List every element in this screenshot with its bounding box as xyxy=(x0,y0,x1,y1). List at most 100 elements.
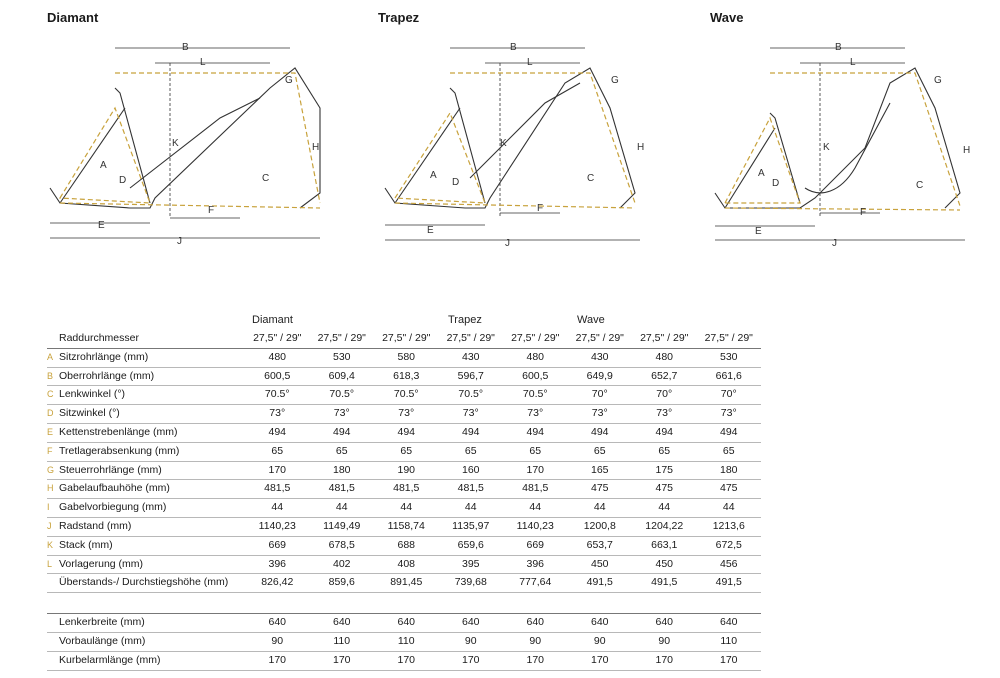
svg-text:L: L xyxy=(850,57,856,68)
table-cell: 65 xyxy=(503,442,568,462)
table-cell: 44 xyxy=(567,498,632,518)
table-cell: 618,3 xyxy=(374,367,439,387)
row-label: Oberrohrlänge (mm) xyxy=(59,367,245,387)
table-cell: 481,5 xyxy=(245,479,310,500)
table-cell: 475 xyxy=(567,479,632,500)
table-cell: 44 xyxy=(374,498,439,518)
row-label: Stack (mm) xyxy=(59,536,245,556)
dimension-letter xyxy=(47,613,59,633)
table-group-wave: Wave xyxy=(577,314,605,326)
table-cell: 596,7 xyxy=(438,367,503,387)
row-label: Vorbaulänge (mm) xyxy=(59,632,245,652)
table-cell: 65 xyxy=(632,442,697,462)
table-cell: 661,6 xyxy=(696,367,761,387)
table-cell: 600,5 xyxy=(245,367,310,387)
dimension-letter: D xyxy=(47,404,59,424)
size-header: 27,5" / 29" xyxy=(245,330,310,349)
table-cell: 494 xyxy=(309,423,374,443)
dimension-letter: C xyxy=(47,385,59,406)
svg-text:J: J xyxy=(177,236,182,247)
table-cell: 481,5 xyxy=(438,479,503,500)
table-header-row: Raddurchmesser 27,5" / 29" 27,5" / 29" 2… xyxy=(47,330,761,349)
table-group-trapez: Trapez xyxy=(448,314,482,326)
table-cell: 110 xyxy=(696,632,761,652)
row-label: Lenkwinkel (°) xyxy=(59,385,245,406)
table-cell: 652,7 xyxy=(632,367,697,387)
table-cell: 640 xyxy=(374,613,439,633)
svg-text:D: D xyxy=(772,178,779,189)
table-cell: 481,5 xyxy=(309,479,374,500)
svg-text:K: K xyxy=(172,138,179,149)
row-label: Steuerrohrlänge (mm) xyxy=(59,461,245,481)
table-cell: 777,64 xyxy=(503,573,568,594)
table-cell: 663,1 xyxy=(632,536,697,556)
table-cell: 659,6 xyxy=(438,536,503,556)
table-cell: 456 xyxy=(696,555,761,575)
svg-text:E: E xyxy=(755,226,762,237)
dimension-letter: E xyxy=(47,423,59,443)
table-cell: 491,5 xyxy=(632,573,697,594)
table-cell: 494 xyxy=(632,423,697,443)
dimension-letter: I xyxy=(47,498,59,518)
table-cell: 430 xyxy=(438,347,503,368)
row-label: Vorlagerung (mm) xyxy=(59,555,245,575)
frame-title-wave: Wave xyxy=(710,10,744,25)
table-cell: 44 xyxy=(632,498,697,518)
table-cell: 672,5 xyxy=(696,536,761,556)
table-cell: 90 xyxy=(632,632,697,652)
row-label: Kurbelarmlänge (mm) xyxy=(59,651,245,671)
table-cell: 1149,49 xyxy=(309,517,374,537)
table-cell: 44 xyxy=(503,498,568,518)
table-cell: 688 xyxy=(374,536,439,556)
svg-text:K: K xyxy=(500,138,507,149)
svg-text:D: D xyxy=(452,177,459,188)
svg-text:J: J xyxy=(505,238,510,249)
row-label: Tretlagerabsenkung (mm) xyxy=(59,442,245,462)
table-cell: 491,5 xyxy=(567,573,632,594)
table-cell: 450 xyxy=(567,555,632,575)
table-cell: 653,7 xyxy=(567,536,632,556)
table-cell: 609,4 xyxy=(309,367,374,387)
table-cell: 1140,23 xyxy=(245,517,310,537)
row-label: Gabelaufbauhöhe (mm) xyxy=(59,479,245,500)
table-cell: 891,45 xyxy=(374,573,439,594)
row-label: Radstand (mm) xyxy=(59,517,245,537)
svg-text:G: G xyxy=(934,75,942,86)
svg-text:D: D xyxy=(119,175,126,186)
frame-diagram-diamant: BLK GHC ADF EJ xyxy=(49,42,321,247)
table-cell: 180 xyxy=(696,461,761,481)
table-cell: 396 xyxy=(245,555,310,575)
svg-text:F: F xyxy=(208,205,214,216)
svg-text:J: J xyxy=(832,238,837,249)
row-label: Sitzrohrlänge (mm) xyxy=(59,347,245,368)
table-cell: 475 xyxy=(696,479,761,500)
row-label: Gabelvorbiegung (mm) xyxy=(59,498,245,518)
table-cell: 395 xyxy=(438,555,503,575)
svg-text:H: H xyxy=(637,142,644,153)
table-cell: 640 xyxy=(503,613,568,633)
frame-diagram-trapez: BLK GHC ADF EJ xyxy=(384,42,644,249)
table-cell: 190 xyxy=(374,461,439,481)
table-cell: 408 xyxy=(374,555,439,575)
table-cell: 859,6 xyxy=(309,573,374,594)
table-cell: 70° xyxy=(696,385,761,406)
table-cell: 73° xyxy=(567,404,632,424)
svg-text:B: B xyxy=(835,42,842,53)
table-cell: 70.5° xyxy=(309,385,374,406)
svg-text:F: F xyxy=(860,207,866,218)
table-cell: 450 xyxy=(632,555,697,575)
table-cell: 640 xyxy=(696,613,761,633)
table-cell: 170 xyxy=(503,651,568,671)
frame-title-trapez: Trapez xyxy=(378,10,420,25)
table-cell: 669 xyxy=(245,536,310,556)
dimension-letter: B xyxy=(47,367,59,387)
table-cell: 170 xyxy=(438,651,503,671)
table-cell: 90 xyxy=(567,632,632,652)
frame-title-diamant: Diamant xyxy=(47,10,99,25)
table-cell: 826,42 xyxy=(245,573,310,594)
